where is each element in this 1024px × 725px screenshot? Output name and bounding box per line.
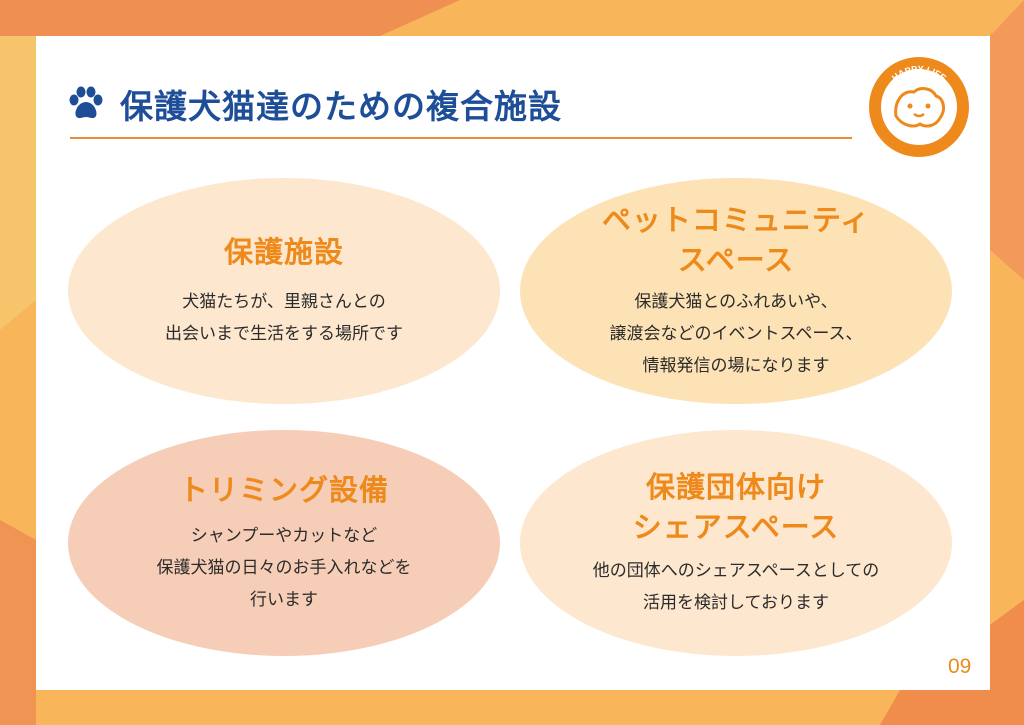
blob-text-line: 情報発信の場になります <box>642 356 830 376</box>
blob-text-line: 譲渡会などのイベントスペース、 <box>609 324 863 344</box>
blob-title: トリミング設備 <box>179 470 389 510</box>
blob-title-line: 保護施設 <box>223 235 344 269</box>
blob-text-line: 他の団体へのシェアスペースとしての <box>592 561 880 581</box>
blob-title: 保護団体向け シェアスペース <box>633 467 840 547</box>
title-divider <box>70 137 852 139</box>
paw-icon <box>69 86 103 119</box>
blob-text-line: 行います <box>250 590 318 610</box>
blob-text-line: 犬猫たちが、里親さんとの <box>182 292 386 312</box>
blob-text-line: シャンプーやカットなど <box>190 526 378 546</box>
blob-text-line: 出会いまで生活をする場所です <box>165 324 403 344</box>
blob-title-line: シェアスペース <box>632 510 840 544</box>
blob-text-line: 保護犬猫の日々のお手入れなどを <box>156 558 412 578</box>
blob-title-line: 保護団体向け <box>645 470 826 504</box>
happy-life-with-pets-logo: HAPPY LIFE With PETS <box>869 57 969 157</box>
blob-description: 犬猫たちが、里親さんとの 出会いまで生活をする場所です <box>165 286 403 350</box>
facility-blob-shelter: 保護施設 犬猫たちが、里親さんとの 出会いまで生活をする場所です <box>68 178 500 404</box>
blob-title-line: ペットコミュニティ <box>601 203 871 237</box>
page-title: 保護犬猫達のための複合施設 <box>120 87 562 126</box>
blob-title: 保護施設 <box>224 232 344 272</box>
page-number: 09 <box>948 655 972 678</box>
header: 保護犬猫達のための複合施設 <box>66 80 562 128</box>
blob-text-line: 活用を検討しております <box>643 593 829 613</box>
facility-blob-community-space: ペットコミュニティ スペース 保護犬猫とのふれあいや、 譲渡会などのイベントスペ… <box>520 178 952 404</box>
blob-text-line: 保護犬猫とのふれあいや、 <box>634 292 838 312</box>
blob-title-line: トリミング設備 <box>178 473 389 507</box>
logo-bottom-text: With PETS <box>899 130 940 145</box>
facility-blob-trimming: トリミング設備 シャンプーやカットなど 保護犬猫の日々のお手入れなどを 行います <box>68 430 500 656</box>
blob-description: シャンプーやカットなど 保護犬猫の日々のお手入れなどを 行います <box>157 520 412 616</box>
facility-blob-share-space: 保護団体向け シェアスペース 他の団体へのシェアスペースとしての 活用を検討して… <box>520 430 952 656</box>
blob-title: ペットコミュニティ スペース <box>602 200 870 280</box>
blob-description: 保護犬猫とのふれあいや、 譲渡会などのイベントスペース、 情報発信の場になります <box>610 286 863 382</box>
blob-description: 他の団体へのシェアスペースとしての 活用を検討しております <box>593 555 879 619</box>
blob-title-line: スペース <box>677 243 795 277</box>
